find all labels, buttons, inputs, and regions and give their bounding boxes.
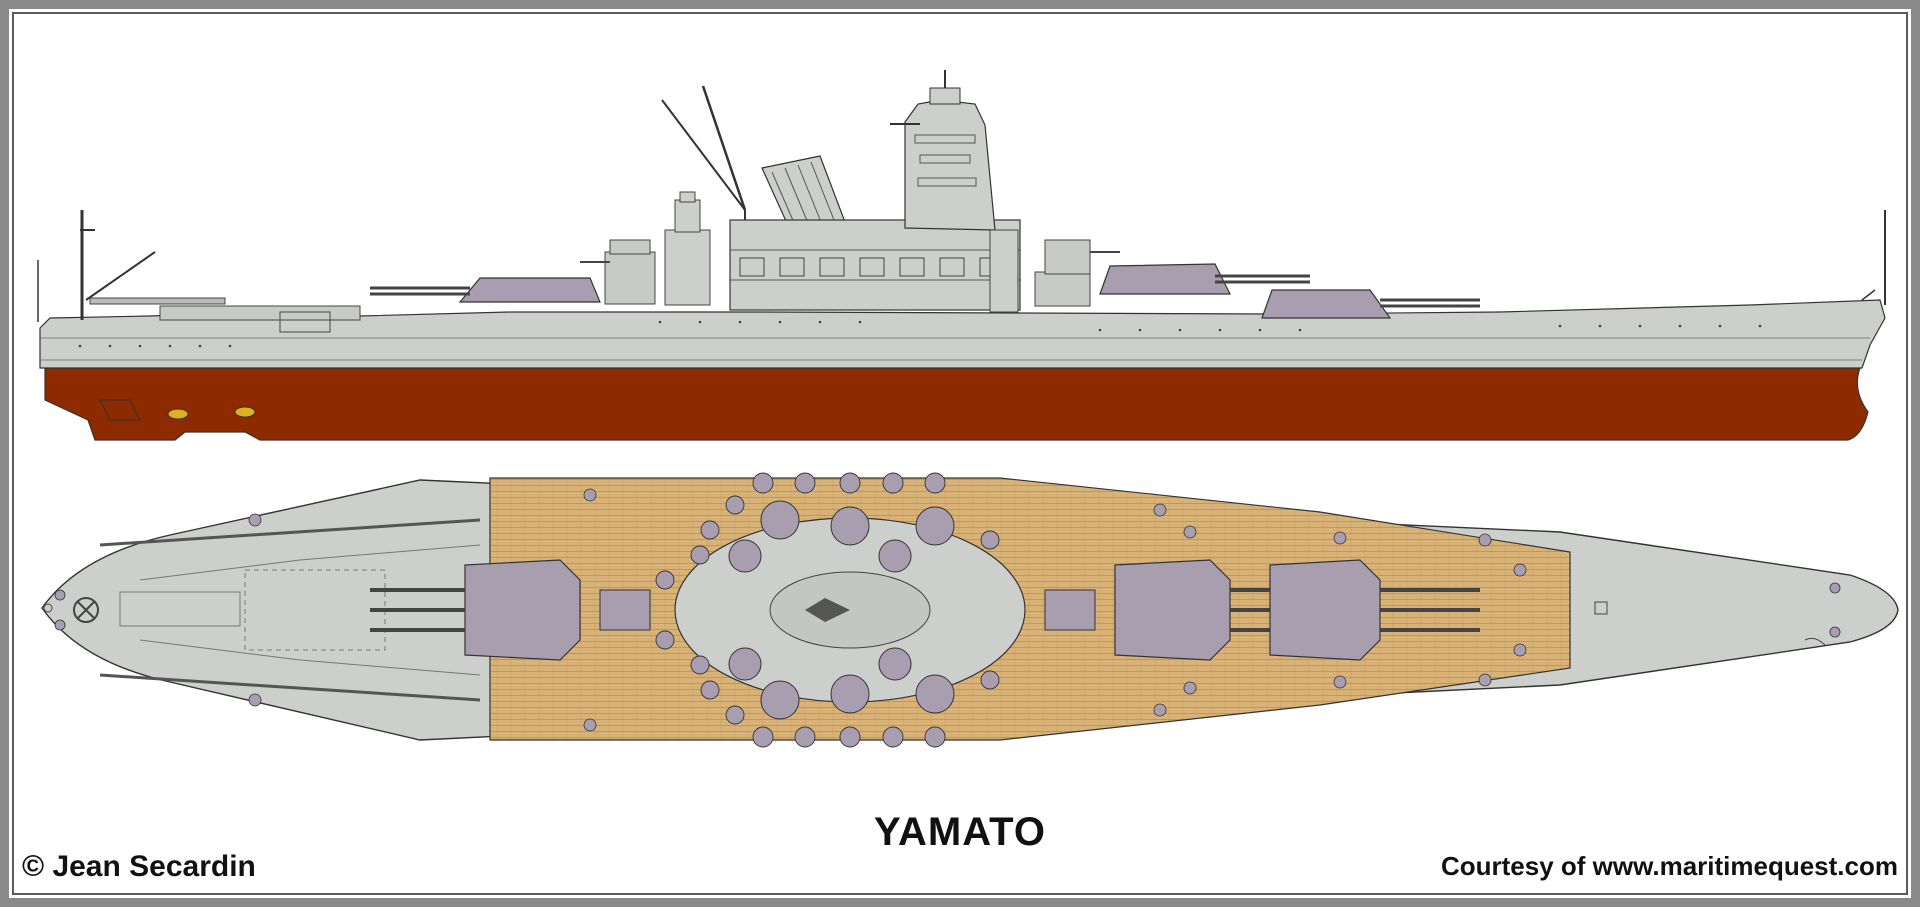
side-hull-lower	[44, 367, 1869, 441]
side-funnel	[761, 155, 846, 231]
side-turret-aft	[458, 277, 601, 303]
plan-turret-a	[1269, 559, 1480, 661]
side-bridge-tower	[904, 99, 996, 231]
author-credit: © Jean Secardin	[22, 850, 256, 883]
side-profile-view	[37, 70, 1886, 441]
source-credit: Courtesy of www.maritimequest.com	[1440, 851, 1898, 881]
plan-turret-aft	[370, 559, 581, 661]
side-turret-b	[1099, 263, 1231, 295]
side-portholes	[78, 320, 1762, 348]
ship-name-title: YAMATO	[874, 810, 1046, 854]
side-turret-a	[1261, 289, 1392, 319]
top-plan-view	[41, 472, 1899, 748]
picture-frame-inner-border	[12, 12, 1908, 895]
